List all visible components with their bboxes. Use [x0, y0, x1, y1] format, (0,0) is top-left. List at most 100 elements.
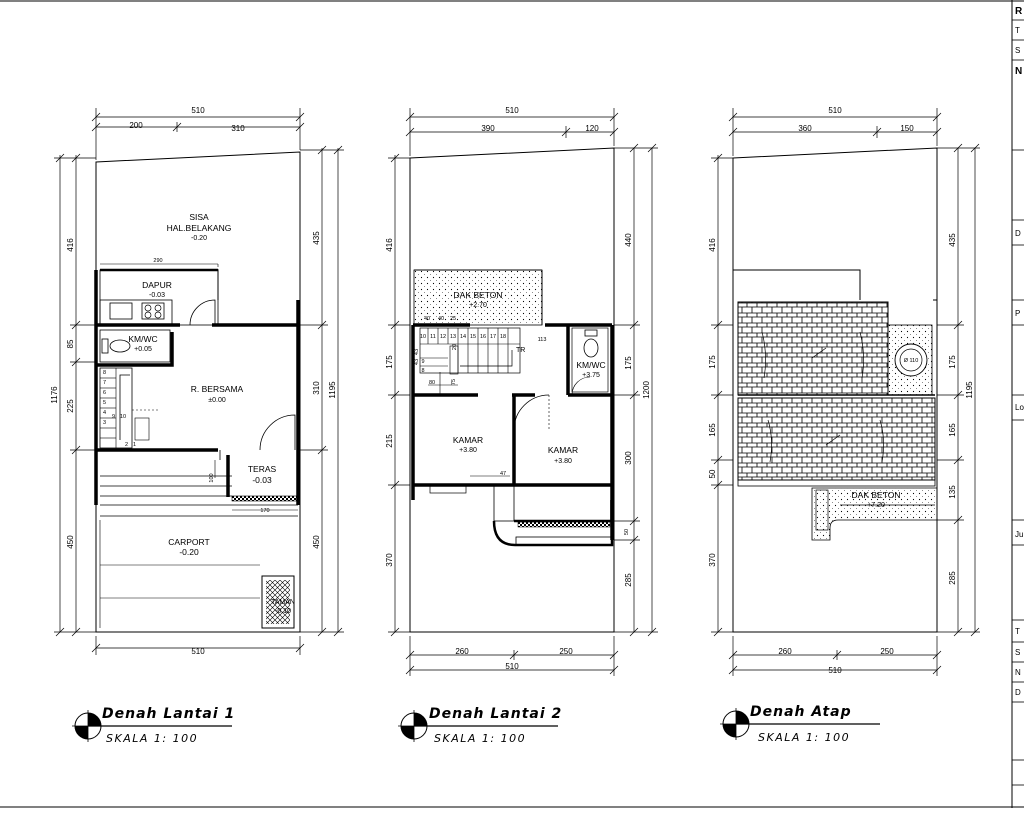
stair2-step: 11 — [430, 334, 436, 340]
level-r-bersama: ±0.00 — [208, 397, 226, 404]
dim-inner-20: 20 — [452, 344, 458, 350]
dim-bottom: 510 — [191, 647, 205, 656]
dim-right-d: 135 — [948, 485, 957, 499]
room-kamar-1: KAMAR — [453, 435, 483, 445]
tb-row: D — [1015, 229, 1021, 238]
dim-right-d: 285 — [624, 573, 633, 587]
tb-row: T — [1015, 26, 1020, 35]
dim-inner-43a: 43 — [414, 349, 420, 355]
room-taman: TAMAN — [271, 599, 295, 606]
dim-left-e: 370 — [708, 553, 717, 567]
dim-right-b: 175 — [624, 356, 633, 370]
title-lantai-1: Denah Lantai 1 SKALA 1: 100 — [72, 706, 235, 745]
level-sisa: -0.20 — [191, 235, 207, 242]
stair2-step: 8 — [421, 368, 424, 374]
dim-right-a: 435 — [948, 233, 957, 247]
dim-top-b: 120 — [585, 124, 599, 133]
level-taman: -0.10 — [275, 608, 291, 615]
stair2-step: 13 — [450, 334, 456, 340]
level-kamar-1: +3.80 — [459, 447, 477, 454]
plan-atap — [732, 147, 938, 633]
dim-top-a: 360 — [798, 124, 812, 133]
stair2-step: 16 — [480, 334, 486, 340]
dim-bottom-b: 250 — [559, 647, 573, 656]
dim-bottom-total: 510 — [505, 662, 519, 671]
dim-inner-50: 50 — [624, 529, 630, 535]
stair1-step: 10 — [120, 414, 126, 420]
tb-row: S — [1015, 46, 1020, 55]
dim-bottom-b: 250 — [880, 647, 894, 656]
dim-inner-40b: 40 — [438, 316, 444, 322]
dim-top-total: 510 — [828, 106, 842, 115]
dim-inner-25: 25 — [450, 316, 456, 322]
dim-left-b: 85 — [66, 339, 75, 348]
tb-row: Lo — [1015, 403, 1024, 412]
dim-right-b: 310 — [312, 381, 321, 395]
dim-left-a: 416 — [708, 238, 717, 252]
dim-top-b: 150 — [900, 124, 914, 133]
room-r-bersama: R. BERSAMA — [191, 384, 244, 394]
stair1-step: 6 — [103, 390, 106, 396]
tb-row: Ju — [1015, 530, 1023, 539]
level-dak-beton: +2.70 — [469, 302, 487, 309]
dim-right-total: 1195 — [328, 381, 337, 399]
level-kmwc: +3.75 — [582, 372, 600, 379]
dim-top-a: 390 — [481, 124, 495, 133]
tb-row: N — [1015, 66, 1022, 77]
dim-left-d: 450 — [66, 535, 75, 549]
dim-inner-113: 113 — [538, 337, 547, 343]
dim-left-d: 370 — [385, 553, 394, 567]
dim-right-c: 450 — [312, 535, 321, 549]
dim-inner-47: 47 — [500, 471, 506, 477]
dim-right-total: 1200 — [642, 381, 651, 399]
title-atap: Denah Atap SKALA 1: 100 — [720, 704, 880, 744]
plan-title: Denah Lantai 2 — [429, 706, 562, 722]
level-dapur: -0.03 — [149, 292, 165, 299]
dim-right-a: 440 — [624, 233, 633, 247]
labels-atap: 510 360 150 260 250 510 416 175 165 50 3… — [708, 106, 974, 675]
tb-row: D — [1015, 688, 1021, 697]
dim-left-c: 165 — [708, 423, 717, 437]
room-hal-belakang: HAL.BELAKANG — [167, 223, 232, 233]
room-carport: CARPORT — [168, 537, 209, 547]
tb-row: P — [1015, 309, 1020, 318]
dim-left-c: 215 — [385, 434, 394, 448]
level-carport: -0.20 — [179, 547, 199, 557]
dim-inner-290: 290 — [153, 258, 162, 264]
stair2-step: 12 — [440, 334, 446, 340]
dimensions-lantai-1 — [54, 108, 344, 655]
dim-inner-100: 100 — [209, 473, 215, 482]
labels-lantai-1: 510 200 310 510 1176 416 85 225 450 435 … — [50, 106, 337, 656]
plan-scale: SKALA 1: 100 — [434, 732, 526, 745]
stair2-step: 15 — [470, 334, 476, 340]
tank-label: Ø 110 — [904, 358, 919, 364]
stair1-step: 4 — [103, 410, 106, 416]
level-dak-beton: +7.20 — [867, 502, 885, 509]
dim-left-a: 416 — [66, 238, 75, 252]
tr-label: TR — [516, 347, 525, 354]
room-kmwc: KM/WC — [576, 360, 605, 370]
dim-left-b: 175 — [708, 355, 717, 369]
dim-right-e: 285 — [948, 571, 957, 585]
dim-top-total: 510 — [505, 106, 519, 115]
level-kmwc: +0.05 — [134, 346, 152, 353]
stair1-step: 7 — [103, 380, 106, 386]
dim-top-total: 510 — [191, 106, 205, 115]
dim-top-b: 310 — [231, 124, 245, 133]
stair1-step: 3 — [103, 420, 106, 426]
dim-right-c: 165 — [948, 423, 957, 437]
stair2-step: 18 — [500, 334, 506, 340]
dim-inner-43b: 43 — [414, 359, 420, 365]
room-kmwc: KM/WC — [128, 334, 157, 344]
stair2-step: 17 — [490, 334, 496, 340]
room-sisa: SISA — [189, 212, 209, 222]
dim-bottom-a: 260 — [455, 647, 469, 656]
tb-row: T — [1015, 627, 1020, 636]
dim-top-a: 200 — [129, 121, 143, 130]
stair1-step: 2 — [125, 442, 128, 448]
level-teras: -0.03 — [252, 475, 272, 485]
room-kamar-2: KAMAR — [548, 445, 578, 455]
room-dak-beton: DAK BETON — [454, 290, 503, 300]
dim-inner-75: 75 — [451, 379, 457, 385]
plan-title: Denah Lantai 1 — [102, 706, 235, 722]
